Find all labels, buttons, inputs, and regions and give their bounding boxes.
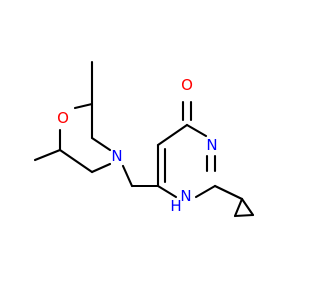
bond-c4-n3 bbox=[185, 123, 208, 138]
nh-nitrogen-label: N bbox=[180, 187, 191, 205]
morpholine-oxygen-label: O bbox=[57, 109, 69, 127]
bond-c2m-o bbox=[73, 102, 94, 110]
bond-c2-n1 bbox=[194, 184, 217, 199]
ring-nitrogen-label: N bbox=[206, 136, 217, 154]
bond-cyclopropyl-b bbox=[233, 213, 255, 218]
bond-c2-cyclopropyl bbox=[213, 184, 244, 201]
bond-cyclopropyl-c bbox=[233, 197, 244, 218]
atom-labels: O N N H N O bbox=[57, 76, 218, 215]
bond-methyl-left bbox=[33, 148, 62, 162]
bonds bbox=[33, 60, 255, 218]
carbonyl-oxygen-label: O bbox=[181, 76, 193, 94]
bond-n1-c6 bbox=[156, 184, 178, 199]
bond-cyclopropyl-a bbox=[240, 197, 255, 217]
bond-c5-c4 bbox=[156, 123, 189, 147]
morpholine-nitrogen-label: N bbox=[111, 147, 122, 165]
bond-ch2-n bbox=[121, 164, 134, 188]
structure-svg: O N N H N O bbox=[33, 60, 255, 218]
bond-c5m-n bbox=[90, 162, 112, 174]
bond-n-c3m bbox=[90, 136, 112, 152]
bond-c6m-c5m bbox=[58, 148, 94, 174]
molecule-diagram: O N N H N O bbox=[33, 60, 255, 218]
nh-hydrogen-label: H bbox=[170, 197, 181, 215]
